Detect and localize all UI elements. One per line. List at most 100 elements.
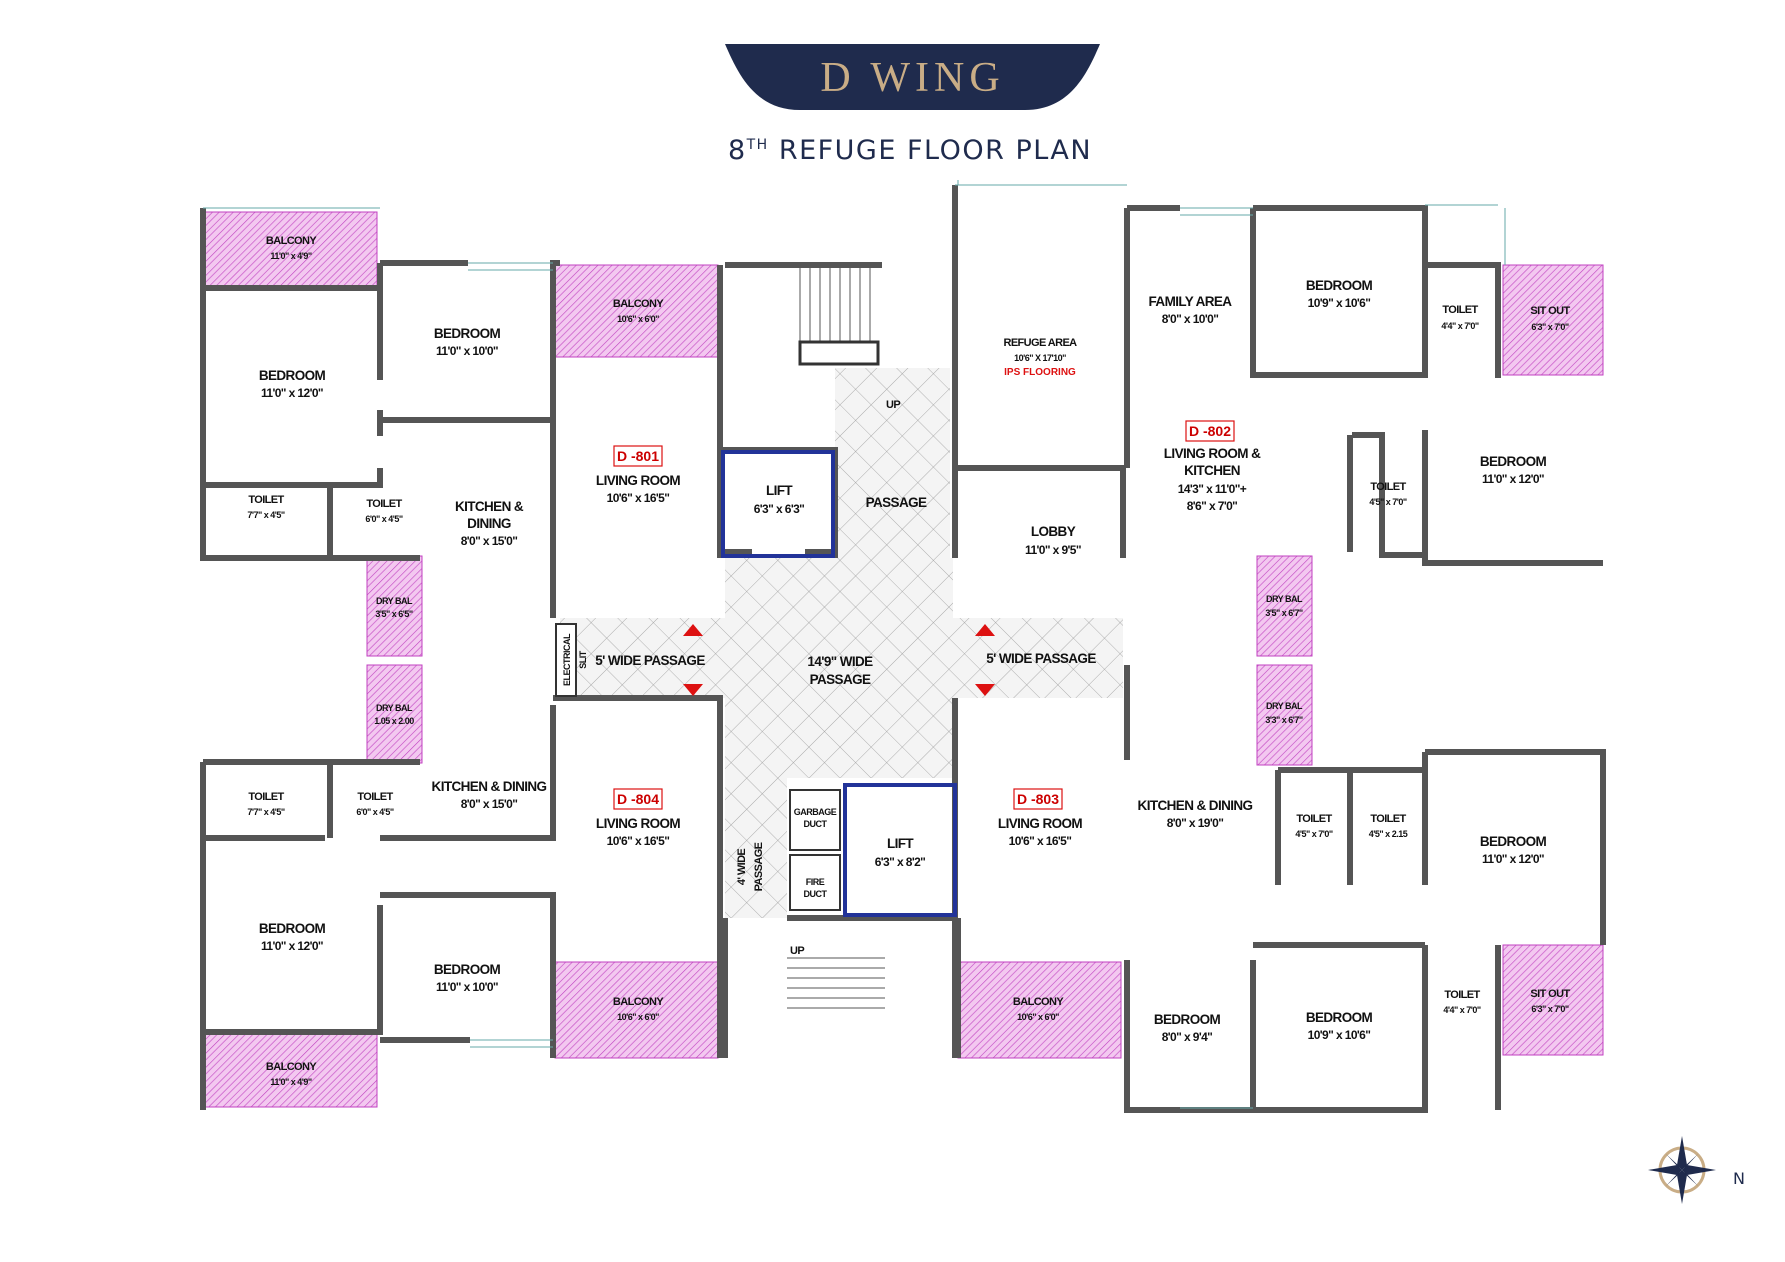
garbage-label2: DUCT (804, 819, 828, 829)
floor-plan-subtitle: 8TH REFUGE FLOOR PLAN (600, 135, 1220, 166)
tl-toilet1-label: TOILET (248, 494, 284, 506)
four-passage-tiles (725, 778, 787, 918)
up-bottom-label: UP (790, 945, 804, 957)
tl-toilet2-label: TOILET (366, 498, 402, 510)
br-kitchen-label: KITCHEN & DINING (1138, 798, 1253, 813)
tl-toilet1-size: 7'7" x 4'5" (247, 510, 285, 520)
electrical-label: ELECTRICAL (562, 633, 572, 686)
br-toilet2-label: TOILET (1370, 813, 1406, 825)
bl-balcony-label: BALCONY (266, 1061, 317, 1073)
tr-toilet2-label: TOILET (1370, 481, 1406, 493)
tr-family-label: FAMILY AREA (1149, 294, 1233, 309)
br-bedroom-label: BEDROOM (1306, 1010, 1373, 1025)
d802-living-label1: LIVING ROOM & (1164, 446, 1261, 461)
br-sitout-area (1502, 944, 1604, 1056)
br-kitchen-size: 8'0" x 19'0" (1167, 816, 1224, 830)
d804-balcony-area (554, 961, 719, 1059)
tr-family-size: 8'0" x 10'0" (1162, 312, 1219, 326)
tr-toilet2-size: 4'5" x 7'0" (1369, 497, 1407, 507)
bl-drybal-label: DRY BAL (376, 703, 413, 713)
tr-sitout-size: 6'3" x 7'0" (1531, 322, 1569, 332)
d803-living-label: LIVING ROOM (998, 816, 1083, 831)
tr-bedroom2-label: BEDROOM (1480, 454, 1547, 469)
tl-drybal-size: 3'5" x 6'5" (375, 609, 413, 619)
d802-tag: D -802 (1189, 423, 1231, 439)
br-sitout-size: 6'3" x 7'0" (1531, 1004, 1569, 1014)
bl-bedroom-label: BEDROOM (434, 962, 501, 977)
bl-balcony-size: 11'0" x 4'9" (270, 1077, 312, 1087)
br-sitout-label: SIT OUT (1530, 988, 1570, 1000)
d801-balcony-area (554, 264, 719, 358)
up-top-label: UP (886, 399, 900, 411)
d801-balcony-size: 10'6" x 6'0" (617, 314, 659, 324)
br-bedroom-big-label: BEDROOM (1480, 834, 1547, 849)
tl-drybal-area (366, 555, 423, 657)
tr-toilet1-label: TOILET (1442, 304, 1478, 316)
tl-kitchen-label2: DINING (467, 516, 511, 531)
compass-north-label: N (1733, 1169, 1745, 1188)
lift-outlines (721, 450, 957, 917)
bl-toilet2-size: 6'0" x 4'5" (356, 807, 394, 817)
br-drybal-size: 3'3" x 6'7" (1265, 715, 1303, 725)
bl-toilet1-label: TOILET (248, 791, 284, 803)
d801-living-label: LIVING ROOM (596, 473, 681, 488)
left-passage-label: 5' WIDE PASSAGE (595, 653, 705, 668)
central-passage-tiles (725, 558, 953, 778)
upper-passage-tiles (835, 368, 950, 558)
tr-bedroom1-size: 10'9" x 10'6" (1308, 296, 1371, 310)
tr-drybal-size: 3'5" x 6'7" (1265, 608, 1303, 618)
four-passage-label2: PASSAGE (753, 842, 765, 891)
tr-toilet1-size: 4'4" x 7'0" (1441, 321, 1479, 331)
bl-bedroom-big-label: BEDROOM (259, 921, 326, 936)
tl-drybal-label: DRY BAL (376, 596, 413, 606)
d804-balcony-size: 10'6" x 6'0" (617, 1012, 659, 1022)
stairs-top (798, 265, 880, 366)
subtitle-text: REFUGE FLOOR PLAN (778, 135, 1093, 166)
refuge-note: IPS FLOORING (1004, 367, 1076, 378)
bl-bedroom-big-size: 11'0" x 12'0" (261, 939, 323, 953)
exit-arrows (683, 624, 995, 696)
tl-kitchen-label1: KITCHEN & (455, 499, 524, 514)
compass-icon (1648, 1136, 1716, 1204)
garbage-duct-box (789, 789, 841, 851)
tr-drybal-label: DRY BAL (1266, 594, 1303, 604)
fire-label2: DUCT (804, 889, 828, 899)
four-passage-label1: 4' WIDE (736, 849, 748, 886)
bl-bedroom-size: 11'0" x 10'0" (436, 980, 498, 994)
br-toilet3-label: TOILET (1444, 989, 1480, 1001)
d804-balcony-label: BALCONY (613, 996, 664, 1008)
tl-bedroom-big-label: BEDROOM (259, 368, 326, 383)
arrow-down-right (975, 684, 995, 696)
subtitle-sup: TH (746, 137, 769, 153)
balconies (204, 211, 1604, 1108)
wing-title: D WING (820, 55, 1005, 101)
d801-tag: D -801 (617, 448, 659, 464)
br-bedroom-small-label: BEDROOM (1154, 1012, 1221, 1027)
arrow-up-left (683, 624, 703, 636)
br-bedroom-small-size: 8'0" x 9'4" (1162, 1030, 1213, 1044)
tl-kitchen-size: 8'0" x 15'0" (461, 534, 518, 548)
lift2-shaft (843, 783, 957, 917)
br-toilet2-size: 4'5" x 2.15 (1369, 829, 1408, 839)
d801-living-size: 10'6" x 16'5" (607, 491, 670, 505)
br-drybal-label: DRY BAL (1266, 701, 1303, 711)
walls (200, 185, 1606, 1113)
passage-label: PASSAGE (866, 495, 927, 510)
bl-drybal-size: 1.05 x 2.00 (374, 716, 414, 726)
subtitle-number: 8 (727, 135, 747, 166)
d801-balcony-label: BALCONY (613, 298, 664, 310)
garbage-label1: GARBAGE (794, 807, 837, 817)
tl-balcony-label: BALCONY (266, 235, 317, 247)
central-passage-label2: PASSAGE (810, 672, 871, 687)
tr-drybal-area (1256, 555, 1313, 657)
fire-duct-box (789, 854, 841, 911)
arrow-up-right (975, 624, 995, 636)
tl-toilet2-size: 6'0" x 4'5" (365, 514, 403, 524)
bl-drybal-area (366, 664, 423, 764)
bl-toilet1-size: 7'7" x 4'5" (247, 807, 285, 817)
right-passage-label: 5' WIDE PASSAGE (986, 651, 1096, 666)
br-bedroom-big-size: 11'0" x 12'0" (1482, 852, 1544, 866)
d802-living-size1: 14'3" x 11'0"+ (1178, 482, 1247, 496)
d803-balcony-size: 10'6" x 6'0" (1017, 1012, 1059, 1022)
